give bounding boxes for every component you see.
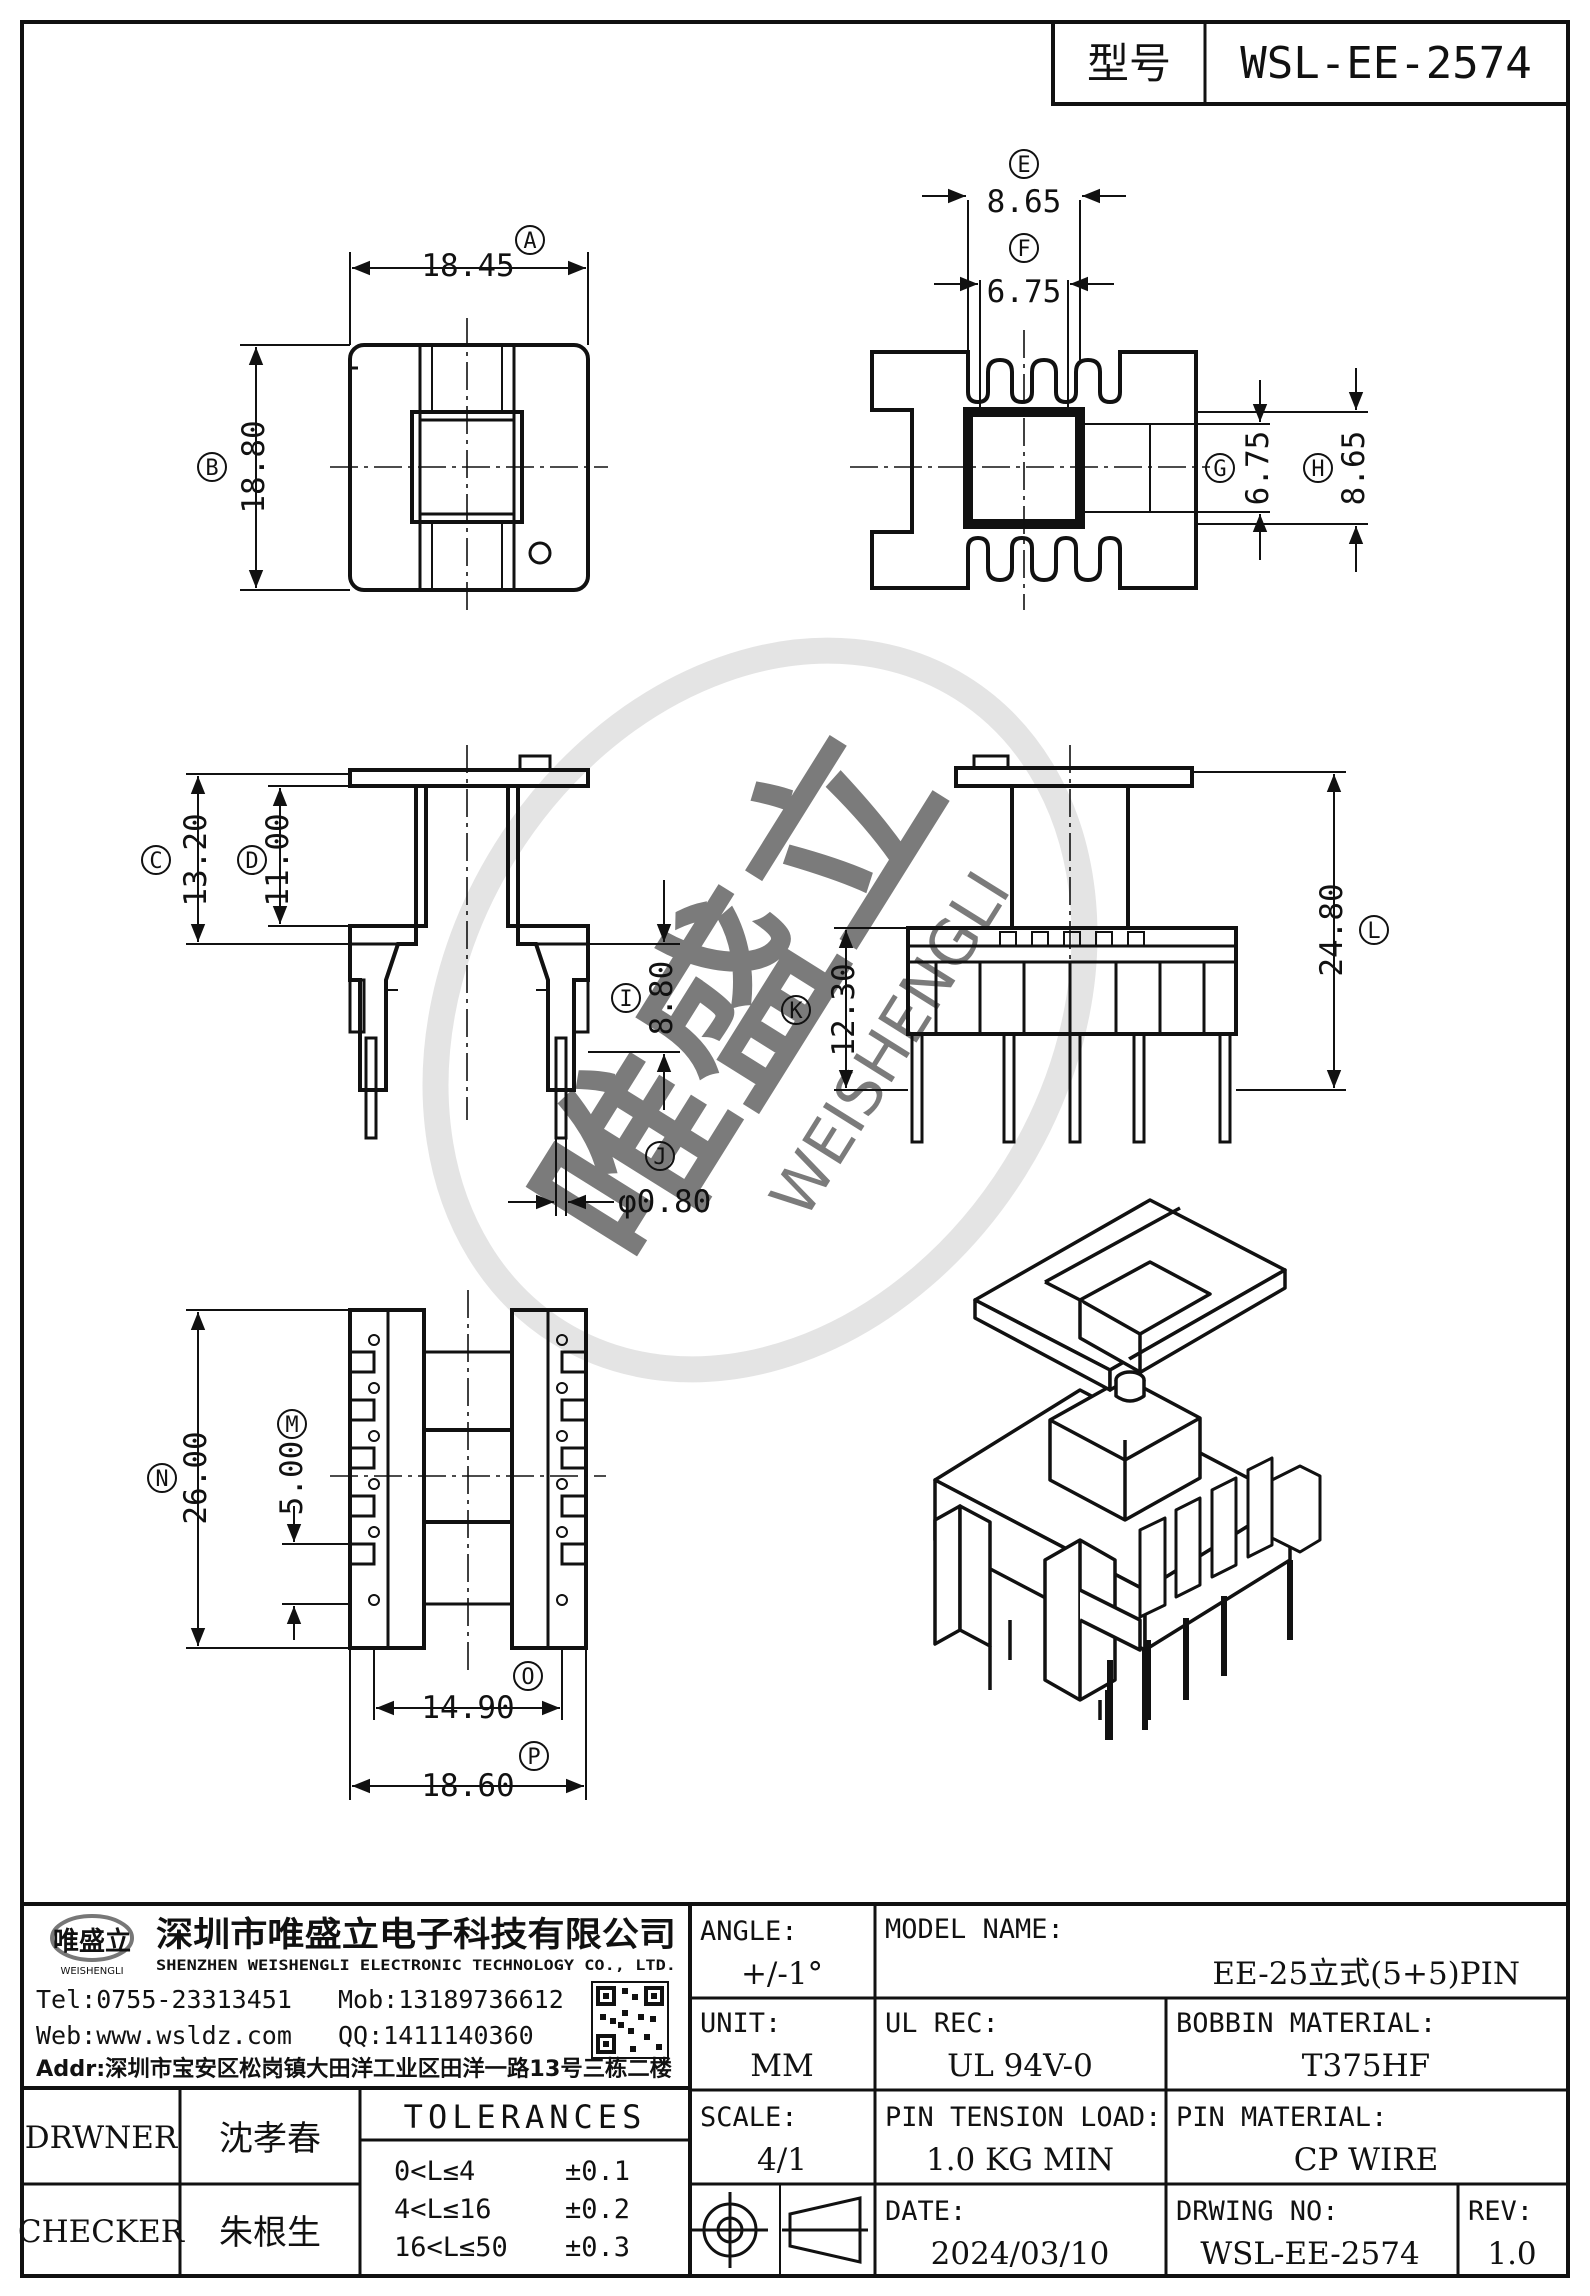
company-logo: 唯盛立 WEISHENGLI bbox=[50, 1914, 134, 1977]
company-web: Web:www.wsldz.com bbox=[36, 2021, 292, 2050]
dim-i-label: I bbox=[619, 987, 632, 1012]
view-side-right: 12.30 K 24.80 L bbox=[781, 745, 1389, 1144]
tolerance-rows: 0<L≤4 ±0.1 4<L≤16 ±0.2 16<L≤50 ±0.3 bbox=[394, 2156, 630, 2263]
drawing-no-label: DRWING NO: bbox=[1176, 2196, 1339, 2227]
company-name-cn: 深圳市唯盛立电子科技有限公司 bbox=[156, 1915, 676, 1955]
scale-value: 4/1 bbox=[757, 2142, 807, 2178]
dim-b-label: B bbox=[205, 456, 218, 481]
dim-h-value: 8.65 bbox=[1336, 431, 1372, 506]
tolerance-value: ±0.2 bbox=[565, 2194, 630, 2225]
dim-g-value: 6.75 bbox=[1240, 431, 1276, 506]
sheet-border bbox=[20, 20, 1570, 2278]
dim-m-value: 5.00 bbox=[274, 1441, 310, 1516]
rev-value: 1.0 bbox=[1487, 2236, 1536, 2272]
model-value: EE-25立式(5+5)PIN bbox=[1212, 1956, 1520, 1992]
company-qq: QQ:1411140360 bbox=[338, 2021, 534, 2050]
dim-l-label: L bbox=[1367, 919, 1380, 944]
dim-e-value: 8.65 bbox=[987, 184, 1062, 220]
projection-symbol bbox=[692, 2192, 868, 2268]
scale-label: SCALE: bbox=[700, 2102, 798, 2133]
qr-code bbox=[591, 1981, 669, 2059]
date-label: DATE: bbox=[885, 2196, 966, 2227]
dim-f-value: 6.75 bbox=[987, 274, 1062, 310]
dim-f-label: F bbox=[1017, 237, 1030, 262]
type-label: 型号 bbox=[1087, 39, 1171, 88]
dim-k-label: K bbox=[789, 999, 803, 1024]
dim-o-label: O bbox=[521, 1665, 534, 1690]
drawer-value: 沈孝春 bbox=[219, 2119, 321, 2159]
angle-value: +/-1° bbox=[741, 1956, 823, 1992]
dim-c-label: C bbox=[149, 849, 162, 874]
view-bottom: 26.00 N 5.00 M 14.90 O 18.60 P bbox=[147, 1290, 606, 1804]
tolerance-range: 4<L≤16 bbox=[394, 2194, 492, 2225]
tolerance-range: 0<L≤4 bbox=[394, 2156, 475, 2187]
dim-o-value: 14.90 bbox=[421, 1690, 514, 1726]
dim-c-value: 13.20 bbox=[178, 813, 214, 906]
tolerances-label: TOLERANCES bbox=[404, 2098, 647, 2136]
logo-cn: 唯盛立 bbox=[53, 1926, 131, 1957]
drawing-no-value: WSL-EE-2574 bbox=[1200, 2236, 1419, 2272]
pin-material-label: PIN MATERIAL: bbox=[1176, 2102, 1387, 2133]
dim-b-value: 18.80 bbox=[236, 420, 272, 513]
dim-l-value: 24.80 bbox=[1314, 883, 1350, 976]
dim-j-value: φ0.80 bbox=[618, 1184, 711, 1220]
dim-g-label: G bbox=[1213, 457, 1226, 482]
type-value: WSL-EE-2574 bbox=[1240, 38, 1531, 89]
title-block: 唯盛立 WEISHENGLI 深圳市唯盛立电子科技有限公司 SHENZHEN W… bbox=[18, 1902, 1568, 2276]
date-value: 2024/03/10 bbox=[931, 2236, 1110, 2272]
pin-material-value: CP WIRE bbox=[1294, 2142, 1439, 2178]
dim-j-label: J bbox=[653, 1145, 666, 1170]
dim-h-label: H bbox=[1311, 457, 1324, 482]
bobbin-material-label: BOBBIN MATERIAL: bbox=[1176, 2008, 1436, 2039]
dim-i-value: 8.80 bbox=[644, 961, 680, 1036]
company-mob: Mob:13189736612 bbox=[338, 1985, 564, 2014]
dim-n-label: N bbox=[155, 1467, 168, 1492]
dim-a-value: 18.45 bbox=[421, 248, 514, 284]
bobbin-material-value: T375HF bbox=[1302, 2048, 1430, 2084]
tolerance-value: ±0.3 bbox=[565, 2232, 630, 2263]
dim-a-label: A bbox=[523, 229, 536, 254]
model-label: MODEL NAME: bbox=[885, 1914, 1064, 1945]
tolerance-value: ±0.1 bbox=[565, 2156, 630, 2187]
type-box: 型号 WSL-EE-2574 bbox=[1051, 20, 1570, 106]
dim-n-value: 26.00 bbox=[178, 1431, 214, 1524]
rev-label: REV: bbox=[1468, 2196, 1533, 2227]
dim-p-label: P bbox=[527, 1745, 540, 1770]
drawer-label: DRWNER bbox=[25, 2120, 179, 2156]
dim-k-value: 12.30 bbox=[826, 963, 862, 1056]
pin-tension-label: PIN TENSION LOAD: bbox=[885, 2102, 1161, 2133]
dim-d-label: D bbox=[245, 849, 258, 874]
view-side-left: 13.20 C 11.00 D 8.80 I φ0.80 J bbox=[141, 745, 711, 1220]
logo-en: WEISHENGLI bbox=[60, 1966, 123, 1977]
company-tel: Tel:0755-23313451 bbox=[36, 1985, 292, 2014]
dim-m-label: M bbox=[285, 1413, 298, 1438]
company-name-en: SHENZHEN WEISHENGLI ELECTRONIC TECHNOLOG… bbox=[156, 1958, 676, 1974]
angle-label: ANGLE: bbox=[700, 1916, 798, 1947]
view-top-right: 8.65 E 6.75 F 6.75 G 8.65 H bbox=[850, 149, 1372, 610]
dim-e-label: E bbox=[1017, 153, 1030, 178]
tolerance-range: 16<L≤50 bbox=[394, 2232, 508, 2263]
unit-value: MM bbox=[750, 2048, 813, 2084]
company-addr: Addr:深圳市宝安区松岗镇大田洋工业区田洋一路13号三栋二楼 bbox=[36, 2056, 672, 2082]
checker-value: 朱根生 bbox=[219, 2213, 321, 2253]
checker-label: CHECKER bbox=[18, 2214, 186, 2250]
view-isometric bbox=[933, 1198, 1322, 1740]
ul-value: UL 94V-0 bbox=[947, 2048, 1093, 2084]
view-top-left: 18.45 A 18.80 B bbox=[197, 225, 608, 612]
ul-label: UL REC: bbox=[885, 2008, 999, 2039]
pin-tension-value: 1.0 KG MIN bbox=[926, 2142, 1114, 2178]
dim-p-value: 18.60 bbox=[421, 1768, 514, 1804]
unit-label: UNIT: bbox=[700, 2008, 781, 2039]
